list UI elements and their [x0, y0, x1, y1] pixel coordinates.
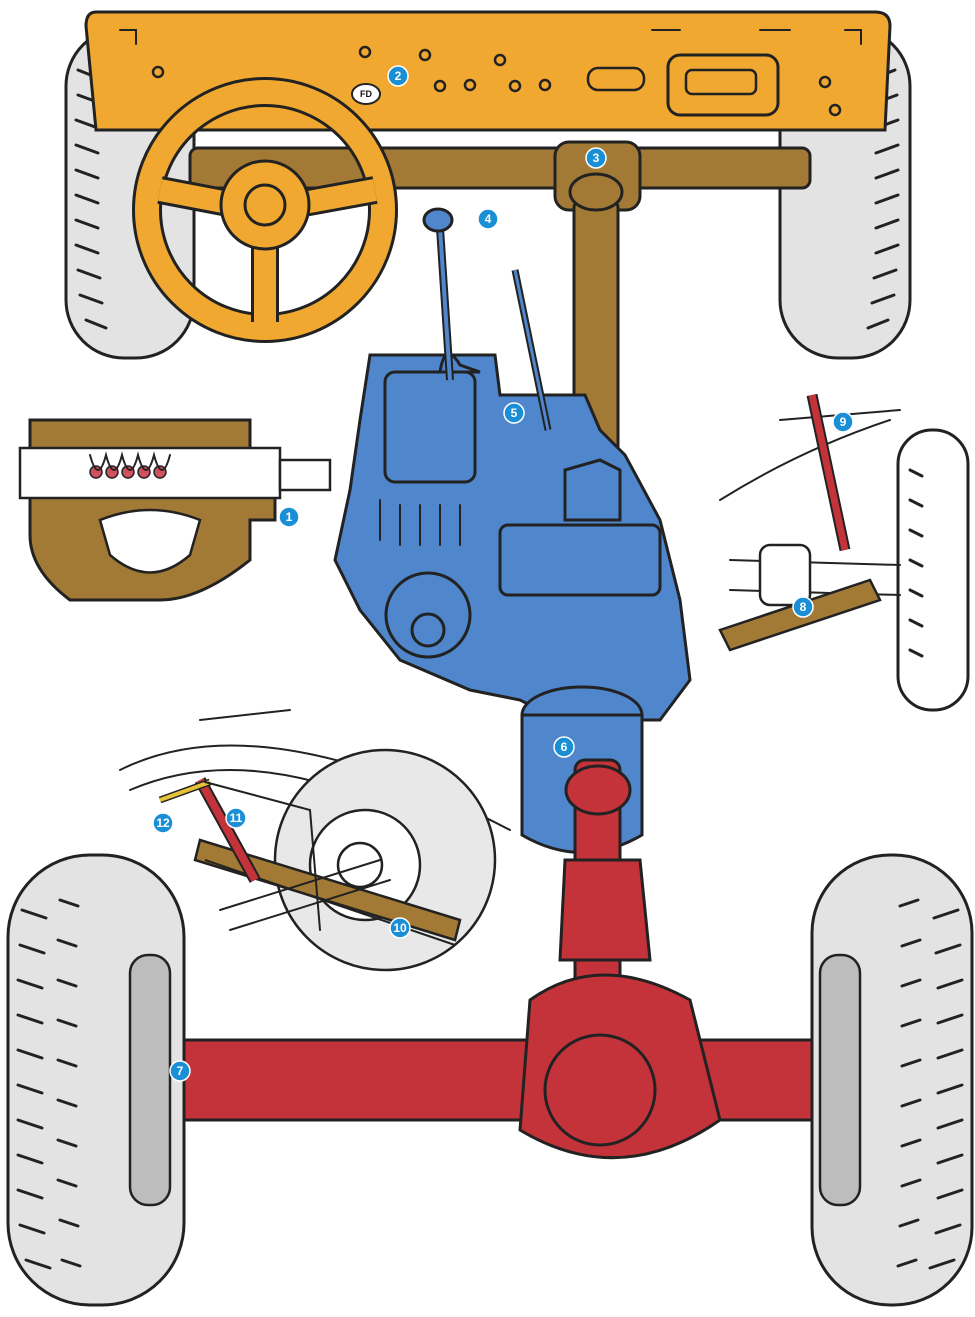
callout-9: 9: [833, 412, 853, 432]
callout-4-label: 4: [485, 212, 492, 226]
callout-3-label: 3: [593, 151, 600, 165]
rear-right-tire: [812, 855, 972, 1305]
front-suspension-inset: [720, 395, 968, 710]
callout-7-label: 7: [177, 1064, 184, 1078]
rear-axle: [150, 760, 845, 1158]
callout-5: 5: [504, 403, 524, 423]
callout-1: 1: [279, 507, 299, 527]
fd-badge-label: FD: [360, 89, 372, 99]
callout-11: 11: [226, 808, 246, 828]
callout-10: 10: [390, 918, 410, 938]
fd-badge: FD: [352, 84, 380, 104]
callout-8: 8: [793, 597, 813, 617]
callout-8-label: 8: [800, 600, 807, 614]
callout-2-label: 2: [395, 69, 402, 83]
callout-10-label: 10: [393, 921, 407, 935]
callout-3: 3: [586, 148, 606, 168]
callout-4: 4: [478, 209, 498, 229]
callout-7: 7: [170, 1061, 190, 1081]
callout-9-label: 9: [840, 415, 847, 429]
callout-1-label: 1: [286, 510, 293, 524]
callout-11-label: 11: [230, 811, 243, 825]
callout-5-label: 5: [511, 406, 518, 420]
callout-6: 6: [554, 737, 574, 757]
rear-left-tire: [8, 855, 184, 1305]
callout-6-label: 6: [561, 740, 568, 754]
callout-12: 12: [153, 813, 173, 833]
callout-2: 2: [388, 66, 408, 86]
callout-12-label: 12: [156, 816, 170, 830]
